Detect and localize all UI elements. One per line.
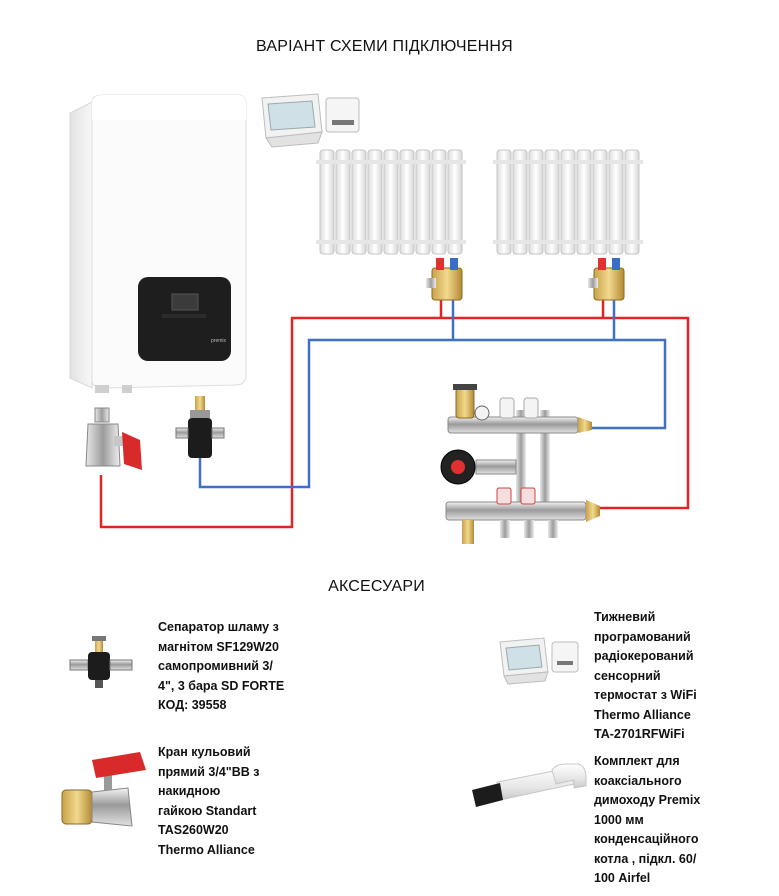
magnetic-separator-icon	[69, 636, 133, 688]
accessory-ball-valve-text: Кран кульовий прямий 3/4"ВВ з накидною г…	[158, 745, 260, 857]
heating-manifold	[440, 384, 600, 544]
accessory-sludge-separator-text: Сепаратор шламу з магнітом SF129W20 само…	[158, 620, 285, 712]
boiler-brand-label: premix	[211, 338, 227, 344]
boiler-magnetic-separator	[175, 396, 225, 458]
page-title: ВАРІАНТ СХЕМИ ПІДКЛЮЧЕННЯ	[256, 38, 513, 55]
radiator-2	[493, 149, 643, 301]
thermostat-icon	[499, 637, 579, 685]
ball-valve-icon	[61, 752, 146, 827]
supply-pipe	[99, 300, 690, 529]
radiator-1	[316, 149, 466, 301]
room-thermostat	[261, 93, 360, 148]
coaxial-flue-icon	[472, 763, 587, 807]
boiler: premix	[69, 94, 247, 393]
accessories-title: АКСЕСУАРИ	[328, 578, 425, 595]
return-pipe	[198, 300, 667, 489]
accessory-flue-kit-text: Комплект для коаксіального димоходу Prem…	[594, 754, 701, 885]
boiler-ball-valve	[85, 407, 142, 470]
accessory-thermostat-text: Тижневий програмований радіокерований се…	[594, 610, 697, 741]
